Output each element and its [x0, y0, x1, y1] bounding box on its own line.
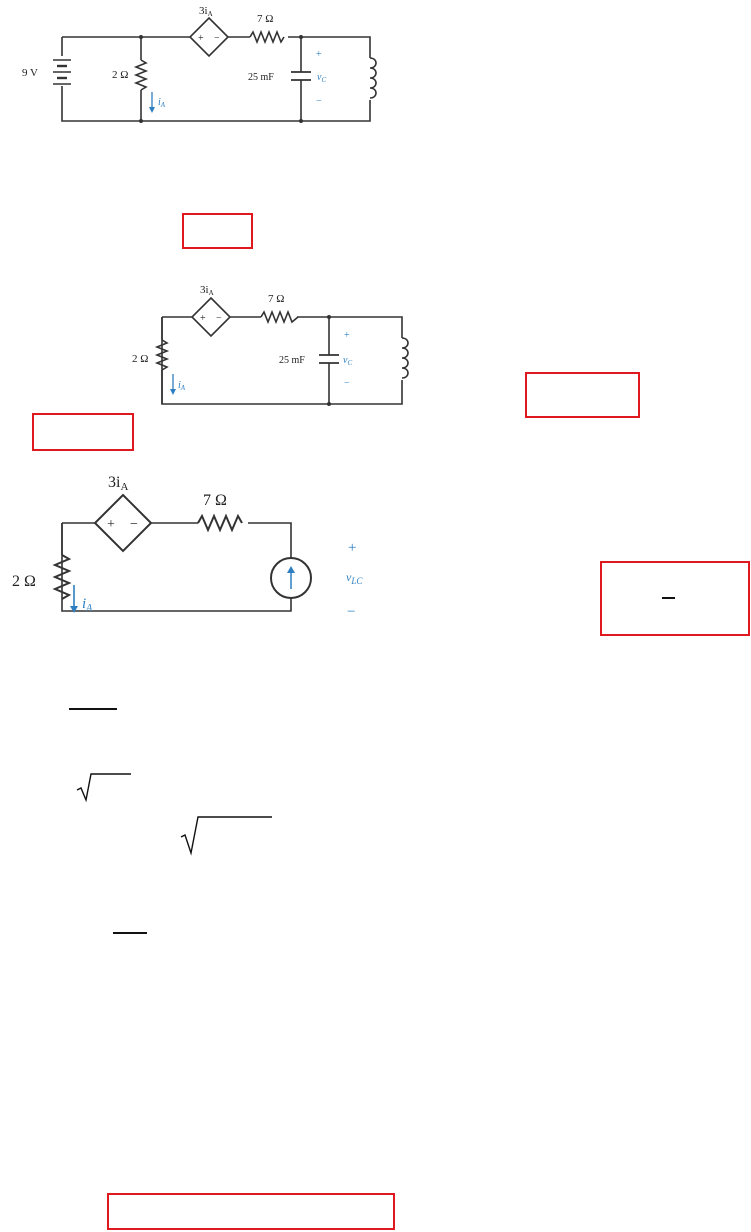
answer-box-1	[182, 213, 253, 249]
dependent-voltage-source: + −	[188, 16, 230, 58]
circuit-diagram-3: + − 3iA 7 Ω 2 Ω iA + vLC −	[12, 474, 363, 620]
resistor-7ohm	[197, 513, 243, 533]
current-arrow-ia	[170, 374, 176, 395]
svg-text:−: −	[214, 33, 220, 44]
resistor-2ohm	[52, 554, 72, 600]
voltage-label: vC	[317, 72, 326, 84]
voltage-plus: +	[316, 49, 322, 60]
voltage-minus: −	[347, 604, 355, 620]
resistor-7ohm-label: 7 Ω	[203, 492, 227, 509]
inductor-icon	[369, 57, 377, 99]
current-label: iA	[158, 97, 166, 109]
svg-text:+: +	[198, 33, 204, 44]
dep-source-label: 3iA	[199, 5, 213, 18]
capacitor-25mf	[291, 71, 311, 81]
current-label: iA	[178, 380, 186, 392]
answer-box-final	[107, 1193, 395, 1230]
resistor-2ohm	[133, 59, 149, 91]
battery-label: 9 V	[22, 67, 38, 79]
capacitor-25mf	[319, 354, 339, 364]
capacitor-label: 25 mF	[279, 355, 305, 366]
current-arrow-ia	[149, 92, 155, 113]
resistor-7ohm	[260, 309, 299, 325]
dep-source-label: 3iA	[108, 474, 128, 493]
sqrt-symbol	[76, 773, 131, 803]
resistor-7ohm-label: 7 Ω	[257, 13, 273, 25]
answer-box-2	[525, 372, 640, 418]
sqrt-symbol	[180, 816, 272, 856]
voltage-plus: +	[344, 330, 350, 341]
resistor-2ohm	[154, 339, 170, 371]
svg-text:+: +	[200, 313, 206, 324]
resistor-2ohm-label: 2 Ω	[112, 69, 128, 81]
answer-box-3	[32, 413, 134, 451]
current-label: iA	[82, 596, 93, 614]
current-source	[270, 557, 312, 599]
current-arrow-ia	[70, 585, 78, 613]
answer-box-4	[600, 561, 750, 636]
dependent-voltage-source: + −	[190, 296, 232, 338]
voltage-minus: −	[344, 378, 350, 389]
dependent-voltage-source: + −	[93, 493, 153, 553]
resistor-7ohm	[249, 29, 285, 45]
circuit-diagram-1: + − 3iA 7 Ω 9 V 2 Ω iA 25 mF + vC −	[22, 5, 377, 123]
dep-source-label: 3iA	[200, 284, 214, 297]
svg-text:+: +	[107, 517, 115, 532]
resistor-7ohm-label: 7 Ω	[268, 293, 284, 305]
voltage-label: vLC	[346, 570, 363, 586]
fraction-bar	[662, 597, 675, 599]
voltage-plus: +	[348, 540, 356, 556]
capacitor-label: 25 mF	[248, 72, 274, 83]
svg-text:−: −	[130, 517, 138, 532]
fraction-bar	[113, 932, 147, 934]
inductor-icon	[401, 337, 409, 379]
resistor-2ohm-label: 2 Ω	[132, 353, 148, 365]
svg-text:−: −	[216, 313, 222, 324]
voltage-label: vC	[343, 355, 352, 367]
circuit-diagram-2: + − 3iA 7 Ω 2 Ω iA 25 mF + vC −	[132, 284, 409, 406]
voltage-minus: −	[316, 96, 322, 107]
fraction-bar	[69, 708, 117, 710]
resistor-2ohm-label: 2 Ω	[12, 573, 36, 590]
battery-9v	[52, 56, 72, 86]
